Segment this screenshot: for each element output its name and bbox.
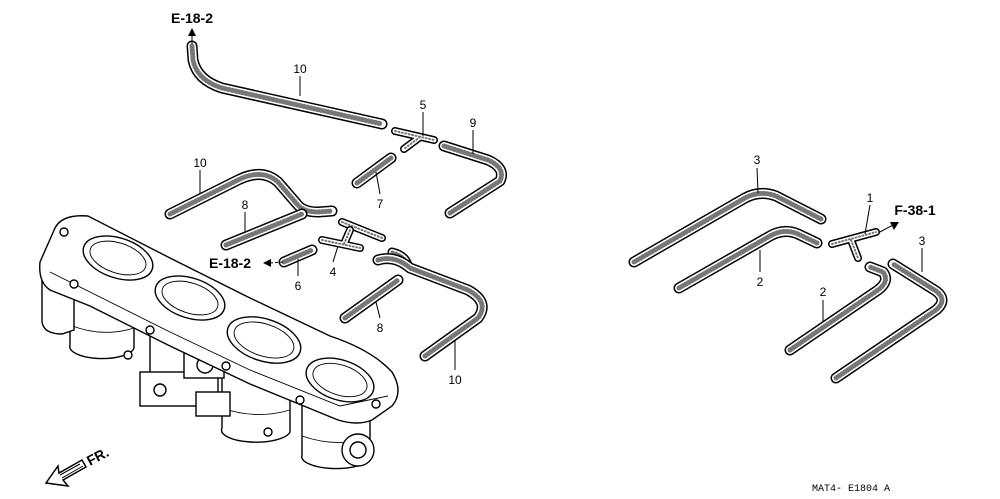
front-arrow-hatch — [59, 463, 84, 479]
bolt — [371, 399, 381, 409]
part-label-10-middle: 10 — [193, 156, 207, 170]
hose-texture — [631, 190, 824, 265]
hose-9 — [438, 140, 507, 219]
hose-texture — [223, 211, 305, 248]
hose-texture — [831, 231, 877, 259]
reference-arrow-shaft — [879, 224, 894, 233]
throttle-bore-2-inner — [161, 280, 219, 316]
leader-line — [332, 245, 339, 263]
leader-line — [864, 204, 871, 235]
bolt — [59, 227, 69, 237]
throttle-bore-4 — [305, 357, 375, 403]
sensor-housing — [195, 391, 231, 417]
hose-texture — [321, 229, 361, 249]
hose-8-lower — [339, 274, 404, 324]
front-direction-marker: FR. — [44, 444, 111, 488]
part-label-3-lower: 3 — [919, 234, 926, 248]
linkage-pivot — [153, 383, 167, 397]
hose-texture — [833, 261, 945, 381]
hose-texture — [354, 155, 394, 186]
hose-2-upper — [673, 225, 823, 294]
hose-texture — [341, 221, 383, 239]
bolt — [221, 361, 231, 371]
hose-texture — [394, 130, 435, 150]
throttle-bore-3-inner — [233, 321, 295, 359]
hose-texture — [375, 256, 485, 359]
throttle-bore-4-inner — [312, 362, 368, 398]
hose-texture — [281, 247, 315, 265]
front-marker-label: FR. — [84, 444, 111, 469]
part-label-2-lower: 2 — [820, 285, 827, 299]
part-label-1: 1 — [867, 191, 874, 205]
t-joint-4 — [318, 226, 364, 252]
part-label-5: 5 — [420, 98, 427, 112]
hose-texture — [676, 228, 820, 291]
reference-arrow-shaft — [269, 261, 284, 264]
part-label-8-lower: 8 — [377, 321, 384, 335]
hose-texture — [189, 43, 385, 127]
hose-3-lower — [830, 258, 948, 384]
hose-core — [392, 128, 437, 152]
hose-texture — [441, 143, 504, 216]
throttle-shaft-end-inner — [349, 441, 367, 459]
reference-label-top: E-18-2 — [171, 10, 213, 26]
part-labels: 10 5 9 7 10 8 4 6 8 10 3 1 3 2 2 — [193, 62, 925, 387]
leader-lines — [199, 76, 923, 370]
hose-core — [675, 227, 821, 292]
body-ring-line — [69, 324, 135, 333]
hose-8-upper — [220, 208, 308, 251]
t-joint-1 — [828, 228, 880, 262]
part-label-7: 7 — [377, 197, 384, 211]
reference-label-right: F-38-1 — [894, 202, 935, 218]
arrow-up-right-icon — [890, 222, 899, 230]
reference-middle: E-18-2 — [209, 255, 284, 271]
part-label-3-upper: 3 — [754, 153, 761, 167]
hose-10-lower — [372, 253, 488, 362]
leader-line — [756, 167, 759, 194]
bolt — [295, 395, 305, 405]
reference-right: F-38-1 — [879, 202, 936, 233]
part-label-9: 9 — [470, 116, 477, 130]
part-label-10-lower: 10 — [448, 373, 462, 387]
bolt — [69, 279, 79, 289]
bolt — [145, 325, 155, 335]
part-label-6: 6 — [295, 279, 302, 293]
part-label-2-upper: 2 — [757, 275, 764, 289]
hose-core — [319, 227, 363, 251]
throttle-bore-2 — [154, 275, 226, 321]
reference-top: E-18-2 — [171, 10, 213, 44]
hose-7 — [351, 152, 397, 189]
throttle-bore-1-inner — [89, 240, 147, 276]
hose-3-upper — [628, 187, 827, 268]
leader-line — [375, 171, 381, 195]
hose-2-lower — [784, 261, 892, 356]
front-arrow-icon — [44, 458, 88, 488]
hose-10-upper — [186, 40, 388, 130]
bolt — [123, 350, 133, 360]
arrow-left-icon — [263, 259, 271, 267]
hose-texture — [167, 172, 335, 217]
flange-edge-line — [49, 271, 389, 407]
hose-texture — [342, 277, 401, 321]
part-label-4: 4 — [330, 265, 337, 279]
part-label-10-upper: 10 — [293, 62, 307, 76]
throttle-body-assembly — [39, 215, 399, 470]
hose-texture — [787, 264, 889, 353]
t-joint-5 — [391, 127, 438, 153]
throttle-bore-1 — [82, 235, 154, 281]
hose-6 — [278, 244, 318, 268]
part-label-8-upper: 8 — [242, 198, 249, 212]
diagram-code: MAT4- E1804 A — [812, 484, 890, 495]
throttle-bore-3 — [226, 316, 302, 364]
hose-10-middle — [164, 169, 338, 220]
bolt — [263, 427, 273, 437]
hose-connector — [338, 218, 386, 242]
arrow-up-icon — [188, 28, 196, 36]
leader-line — [375, 301, 381, 319]
reference-label-middle: E-18-2 — [209, 255, 251, 271]
